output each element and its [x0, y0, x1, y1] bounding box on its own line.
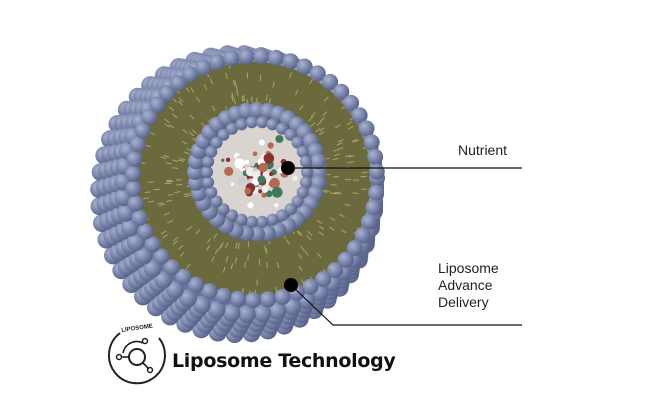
lipid-head [230, 291, 246, 307]
nutrient-particle [262, 186, 269, 193]
lipid-head [245, 292, 261, 308]
delivery-label: Liposome Advance Delivery [438, 260, 499, 311]
lipid-head [236, 118, 248, 130]
nutrient-particle [255, 171, 260, 176]
lipid-head [224, 50, 240, 66]
logo: LIPOSOME [109, 324, 165, 384]
delivery-line-3: Delivery [438, 294, 499, 311]
lipid-head [364, 134, 380, 150]
nutrient-particle [258, 176, 266, 184]
lipid-head [127, 151, 143, 167]
lipid-tail [145, 192, 151, 193]
nutrient-particle [231, 183, 234, 186]
lipid-head [130, 136, 146, 152]
nutrient-particle [221, 159, 224, 162]
lipid-head [246, 216, 258, 228]
lipid-head [137, 224, 153, 240]
lipid-head [302, 279, 318, 295]
lipid-head [209, 54, 225, 70]
lipid-head [267, 214, 279, 226]
nutrient-particle [238, 177, 247, 186]
nutrient-label: Nutrient [458, 142, 507, 159]
lipid-head [215, 288, 231, 304]
lipid-head [195, 59, 211, 75]
nutrient-particle [253, 152, 258, 157]
lipid-tail [244, 95, 245, 101]
lipid-tail [154, 189, 160, 190]
nutrient-particle [269, 172, 273, 176]
nutrient-particle [292, 175, 298, 181]
lipid-head [367, 149, 383, 165]
nutrient-particle [258, 163, 267, 172]
nutrient-marker [281, 161, 295, 175]
nutrient-particle [275, 135, 283, 143]
svg-text:LIPOSOME: LIPOSOME [121, 324, 153, 334]
lipid-head [260, 291, 276, 307]
delivery-line-1: Liposome [438, 260, 499, 277]
page-title: Liposome Technology [172, 350, 395, 372]
lipid-head [283, 53, 299, 69]
lipid-head [201, 166, 213, 178]
lipid-head [253, 48, 269, 64]
lipid-head [268, 50, 284, 66]
bilayer-marker [284, 278, 298, 292]
nutrient-particle [245, 160, 250, 165]
lipid-head [369, 164, 385, 180]
lipid-head [310, 153, 326, 169]
lipid-head [246, 116, 258, 128]
nutrient-particle [269, 182, 274, 187]
nutrient-particle [274, 203, 278, 207]
lipid-head [359, 120, 375, 136]
nutrient-particle [272, 187, 283, 198]
nutrient-particle [253, 168, 256, 171]
nutrient-particle [224, 167, 233, 176]
lipid-head [365, 200, 381, 216]
nutrient-particle [234, 158, 245, 169]
nutrient-particle [226, 158, 230, 162]
lipid-head [256, 216, 268, 228]
nutrient-particle [245, 188, 252, 195]
lipid-head [361, 214, 377, 230]
lipid-head [368, 185, 384, 201]
lipid-head [125, 166, 141, 182]
lipid-head [239, 48, 255, 64]
lipid-head [256, 116, 268, 128]
nutrient-particle [264, 153, 275, 164]
delivery-line-2: Advance [438, 277, 499, 294]
nutrient-particle [268, 142, 274, 148]
lipid-head [132, 210, 148, 226]
lipid-head [126, 181, 142, 197]
lipid-head [128, 195, 144, 211]
lipid-head [202, 176, 214, 188]
nutrient-particle [259, 139, 265, 145]
nutrient-particle [247, 202, 253, 208]
lipid-head [300, 156, 312, 168]
lipid-tail [245, 262, 246, 268]
